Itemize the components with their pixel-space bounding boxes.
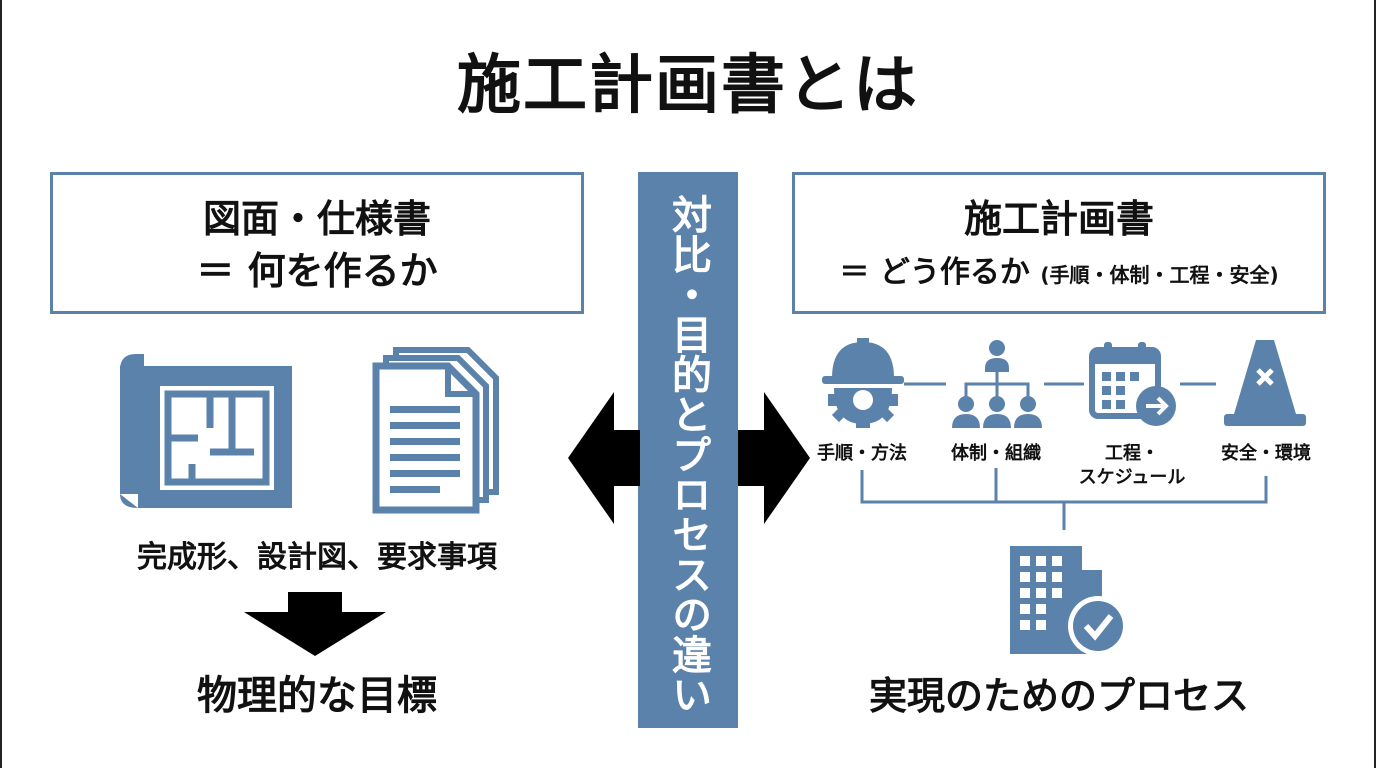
left-definition-box: 図面・仕様書 ＝ 何を作るか xyxy=(50,172,584,314)
right-frame-edge xyxy=(1374,0,1376,768)
blueprint-icon xyxy=(120,354,292,508)
down-arrow-icon xyxy=(244,592,386,656)
step-label-method: 手順・方法 xyxy=(817,443,907,464)
right-box-subtitle-main: ＝ どう作るか xyxy=(839,255,1030,290)
traffic-cone-icon xyxy=(1224,340,1306,426)
hardhat-gear-icon xyxy=(822,338,904,428)
step-label-schedule-line2: スケジュール xyxy=(1078,467,1186,488)
left-frame-edge xyxy=(0,0,2,768)
building-check-icon xyxy=(1010,546,1128,656)
center-bar-text: 対比・目的とプロセスの違い xyxy=(665,194,711,714)
documents-icon xyxy=(372,347,499,514)
right-box-subtitle: ＝ どう作るか (手順・体制・工程・安全) xyxy=(795,253,1323,295)
left-arrow-icon xyxy=(568,392,640,524)
step-label-schedule-line1: 工程・ xyxy=(1105,443,1159,464)
left-caption: 完成形、設計図、要求事項 xyxy=(137,540,497,575)
page-title: 施工計画書とは xyxy=(457,49,919,123)
org-chart-icon xyxy=(952,340,1042,428)
left-result: 物理的な目標 xyxy=(197,673,437,719)
step-label-safety: 安全・環境 xyxy=(1221,443,1311,464)
right-arrow-icon xyxy=(738,392,810,524)
right-box-title: 施工計画書 xyxy=(963,197,1154,241)
center-contrast-bar: 対比・目的とプロセスの違い xyxy=(638,172,738,728)
calendar-icon xyxy=(1089,342,1176,426)
right-result: 実現のためのプロセス xyxy=(868,674,1249,718)
left-box-title: 図面・仕様書 xyxy=(202,197,431,241)
right-definition-box: 施工計画書 ＝ どう作るか (手順・体制・工程・安全) xyxy=(792,172,1326,314)
right-box-subtitle-detail: (手順・体制・工程・安全) xyxy=(1040,263,1279,287)
left-box-subtitle: ＝ 何を作るか xyxy=(196,249,438,293)
step-label-organization: 体制・組織 xyxy=(951,443,1041,464)
